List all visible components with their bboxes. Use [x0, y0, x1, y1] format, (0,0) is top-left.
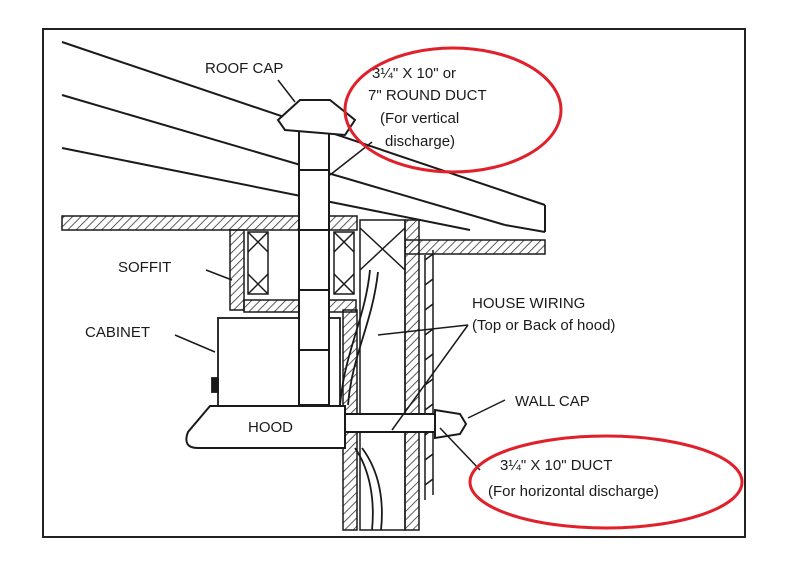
highlight-ellipses	[343, 46, 744, 530]
horizontal-duct-highlight	[468, 434, 744, 530]
cabinet-label: CABINET	[85, 324, 150, 341]
soffit-label: SOFFIT	[118, 259, 171, 276]
soffit-box	[229, 229, 357, 313]
house-wiring	[339, 269, 383, 531]
hood-label: HOOD	[248, 419, 293, 436]
exterior-wall	[342, 219, 434, 531]
horizontal-duct-label-line2: (For horizontal discharge)	[488, 483, 659, 500]
roof-cap-label: ROOF CAP	[205, 60, 283, 77]
leader-lines	[174, 79, 506, 471]
vertical-duct-highlight	[343, 46, 563, 174]
round-duct-label-line2: 7" ROUND DUCT	[368, 87, 487, 104]
house-wiring-label-line1: HOUSE WIRING	[472, 295, 585, 312]
range-hood	[185, 405, 346, 449]
wall-cap-label: WALL CAP	[515, 393, 590, 410]
roof-cap	[276, 99, 357, 137]
vertical-duct	[298, 109, 330, 406]
labels: ROOF CAP 3¼" X 10" or 7" ROUND DUCT (For…	[85, 60, 659, 500]
horizontal-duct-label-line1: 3¼" X 10" DUCT	[500, 457, 612, 474]
round-duct-label-line1: 3¼" X 10" or	[372, 65, 456, 82]
round-duct-label-line4: discharge)	[385, 133, 455, 150]
house-wiring-label-line2: (Top or Back of hood)	[472, 317, 615, 334]
round-duct-label-line3: (For vertical	[380, 110, 459, 127]
ceiling-joist	[61, 215, 546, 255]
